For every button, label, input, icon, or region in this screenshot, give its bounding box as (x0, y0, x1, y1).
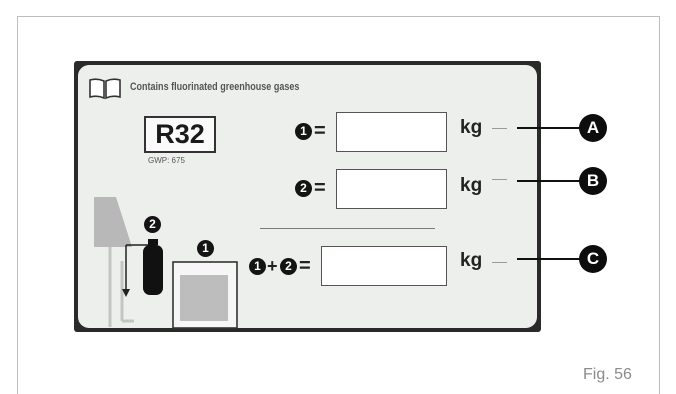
figure-caption: Fig. 56 (583, 366, 632, 383)
cylinder-icon (122, 239, 163, 297)
label-inner-panel: Contains fluorinated greenhouse gases R3… (78, 65, 537, 329)
total-plus: + (267, 256, 278, 276)
charge-1-value-box (336, 112, 447, 152)
gwp-value: GWP: 675 (148, 156, 185, 165)
charge-1-leader-stub (492, 128, 507, 129)
indoor-unit-icon (94, 197, 134, 327)
cylinder-marker: 2 (144, 216, 161, 233)
charge-1-unit: kg (460, 117, 483, 138)
callout-c: C (579, 245, 607, 273)
frame-right-border (659, 16, 660, 394)
frame-top-border (17, 16, 660, 17)
total-leader-stub (492, 262, 507, 263)
charge-1-marker: 1 (295, 123, 312, 140)
charge-2-equals: = (314, 177, 326, 199)
charge-2-leader-stub (492, 179, 507, 180)
book-icon (89, 78, 121, 100)
total-separator (260, 228, 435, 229)
charge-1-equals: = (314, 120, 326, 142)
total-marker-2: 2 (280, 258, 297, 275)
total-unit: kg (460, 250, 483, 271)
charge-2-value-box (336, 169, 447, 209)
frame-left-border (17, 16, 18, 394)
total-marker-1: 1 (249, 258, 266, 275)
callout-b-leader (517, 180, 583, 182)
refrigerant-type: R32 (144, 116, 216, 153)
callout-b: B (579, 167, 607, 195)
outdoor-marker: 1 (197, 240, 214, 257)
charge-2-unit: kg (460, 175, 483, 196)
callout-a: A (579, 114, 607, 142)
label-header: Contains fluorinated greenhouse gases (130, 81, 300, 93)
refrigerant-label: Contains fluorinated greenhouse gases R3… (74, 61, 541, 332)
total-equals: = (299, 255, 311, 277)
outdoor-unit-icon (172, 261, 238, 329)
charge-2-marker: 2 (295, 180, 312, 197)
callout-a-leader (517, 127, 583, 129)
total-value-box (321, 246, 447, 286)
callout-c-leader (517, 258, 583, 260)
